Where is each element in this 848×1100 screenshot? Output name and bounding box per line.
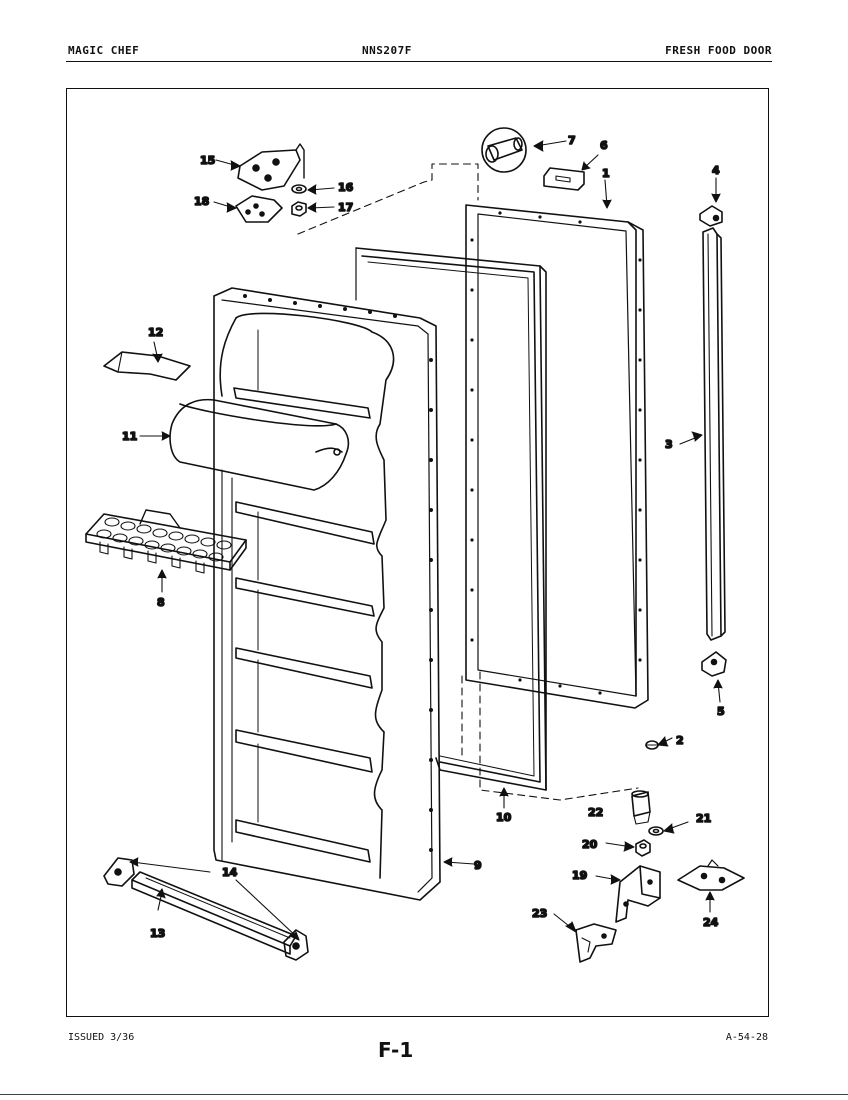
callout-15: 15: [200, 154, 215, 167]
door-liner-part: [213, 287, 441, 901]
callout-3: 3: [665, 438, 673, 451]
callout-11: 11: [122, 430, 137, 443]
brand-label: MAGIC CHEF: [68, 44, 140, 57]
trim-end-caps-part: [103, 857, 309, 961]
hinge-pin-washer-part: [635, 839, 651, 857]
callout-8: 8: [157, 596, 165, 609]
page-number: F-1: [378, 1038, 414, 1062]
callout-4: 4: [712, 164, 720, 177]
callout-20: 20: [582, 838, 598, 851]
callout-6: 6: [600, 139, 608, 152]
callout-1: 1: [602, 167, 610, 180]
bumper-part: [481, 127, 527, 173]
hinge-washer-part: [291, 184, 307, 194]
callout-7: 7: [568, 134, 576, 147]
hinge-nut-part: [291, 201, 307, 217]
callout-24: 24: [703, 916, 719, 929]
upper-hinge-part: [237, 143, 305, 191]
callout-9: 9: [474, 859, 482, 872]
utility-shelf-part: [103, 351, 191, 381]
callout-10: 10: [496, 811, 512, 824]
door-panel-outer-part: [465, 204, 649, 709]
callout-17: 17: [338, 201, 353, 214]
issued-date: ISSUED 3/36: [68, 1032, 135, 1043]
lower-hinge-bracket-part: [615, 865, 661, 923]
door-stop-part: [575, 923, 617, 963]
callout-12: 12: [148, 326, 163, 339]
plug-button-part: [645, 740, 659, 750]
callout-2: 2: [676, 734, 684, 747]
bottom-rule: [0, 1094, 848, 1095]
callout-13: 13: [150, 927, 165, 940]
hinge-shim-part: [235, 195, 283, 223]
egg-tray-part: [85, 509, 247, 574]
lower-trim-bracket-part: [701, 651, 727, 677]
document-code: A-54-28: [725, 1032, 768, 1043]
callout-14: 14: [222, 866, 238, 879]
callout-21: 21: [696, 812, 711, 825]
handle-cap-part: [543, 167, 585, 191]
lower-hinge-part: [677, 859, 745, 891]
dairy-cover-part: [169, 398, 350, 491]
hinge-spacer-part: [648, 826, 664, 836]
callout-22: 22: [588, 806, 603, 819]
door-trim-strip-part: [702, 227, 726, 641]
model-number: NNS207F: [362, 44, 412, 57]
callout-23: 23: [532, 907, 547, 920]
door-gasket-part: [355, 247, 547, 791]
phantom-lines: [297, 163, 639, 801]
section-title: FRESH FOOD DOOR: [665, 44, 772, 57]
header-rule: [66, 61, 772, 62]
leader-lines: [129, 140, 723, 941]
callout-19: 19: [572, 869, 587, 882]
callout-5: 5: [717, 705, 725, 718]
callout-18: 18: [194, 195, 209, 208]
upper-trim-bracket-part: [699, 205, 723, 227]
diagram-frame: [66, 88, 769, 1017]
callout-16: 16: [338, 181, 354, 194]
door-cam-part: [631, 790, 651, 825]
